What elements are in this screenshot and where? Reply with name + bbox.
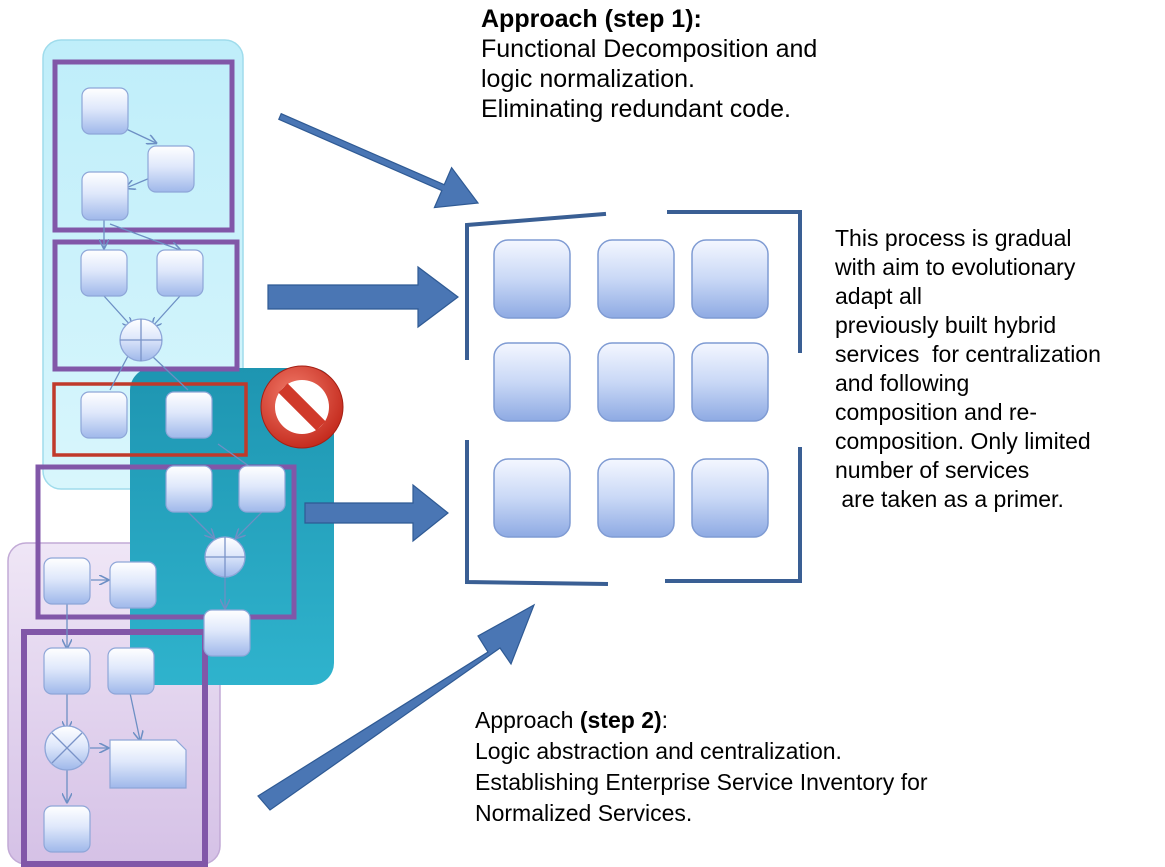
arrow-middle <box>267 265 459 329</box>
plus-circle-icon <box>204 536 246 578</box>
service-tile <box>597 458 675 538</box>
note-line: services for centralization <box>835 341 1101 367</box>
process-node <box>43 805 91 853</box>
process-nodes <box>43 87 286 853</box>
note-line: number of services <box>835 457 1030 483</box>
note-line: adapt all <box>835 283 922 309</box>
service-tile <box>691 342 769 422</box>
inventory-bracket <box>465 210 802 587</box>
cross-circle-icon <box>44 725 90 771</box>
arrow-step1-top <box>278 112 480 209</box>
frame-top <box>52 59 235 233</box>
process-node <box>165 465 213 513</box>
note-line: composition and re- <box>835 399 1037 425</box>
step1-caption: Approach (step 1): Functional Decomposit… <box>481 4 817 124</box>
step1-line: Eliminating redundant code. <box>481 95 791 123</box>
process-node <box>43 647 91 695</box>
step2-line: Establishing Enterprise Service Inventor… <box>475 769 928 795</box>
service-tile <box>597 239 675 319</box>
service-tile <box>493 239 571 319</box>
process-node <box>147 145 195 193</box>
arrows <box>257 112 536 811</box>
process-node <box>109 561 157 609</box>
step2-suffix: : <box>661 707 669 733</box>
process-node-folded <box>109 739 187 789</box>
service-grid <box>493 239 769 538</box>
note-line: This process is gradual <box>835 225 1072 251</box>
process-node <box>43 557 91 605</box>
process-node <box>81 87 129 135</box>
arrow-lower <box>304 483 449 543</box>
note-line: previously built hybrid <box>835 312 1057 338</box>
service-tile <box>691 458 769 538</box>
process-node <box>80 249 128 297</box>
step1-line: Functional Decomposition and <box>481 35 818 63</box>
step2-bold: (step 2) <box>579 707 662 733</box>
prohibited-icon <box>260 365 344 449</box>
service-tile <box>493 458 571 538</box>
step1-line: logic normalization. <box>481 65 695 93</box>
process-node <box>81 171 129 221</box>
process-node <box>203 609 251 657</box>
frame-lower <box>35 464 297 620</box>
note-line: with aim to evolutionary <box>835 254 1076 280</box>
process-node <box>165 391 213 439</box>
service-tile <box>691 239 769 319</box>
note-line: composition. Only limited <box>835 428 1091 454</box>
arrow-step2-bottom <box>257 603 536 811</box>
plus-circle-icon <box>119 318 163 362</box>
service-tile <box>493 342 571 422</box>
teal-panel <box>130 368 334 685</box>
note-line: and following <box>835 370 970 396</box>
frame-rejected <box>52 382 248 457</box>
frame-middle <box>52 239 240 372</box>
step2-heading: Approach (step 2): <box>475 705 928 736</box>
process-node <box>156 249 204 297</box>
process-node <box>107 647 155 695</box>
step2-line: Normalized Services. <box>475 800 693 826</box>
step2-caption: Approach (step 2): Logic abstraction and… <box>475 705 928 829</box>
service-tile <box>597 342 675 422</box>
step2-prefix: Approach <box>475 707 580 733</box>
process-node <box>238 465 286 513</box>
process-note: This process is gradual with aim to evolu… <box>835 224 1101 514</box>
step2-line: Logic abstraction and centralization. <box>475 738 842 764</box>
frame-bottom <box>21 629 208 867</box>
process-node <box>80 391 128 439</box>
note-line: are taken as a primer. <box>835 486 1064 512</box>
step1-heading: Approach (step 1): <box>481 5 702 33</box>
